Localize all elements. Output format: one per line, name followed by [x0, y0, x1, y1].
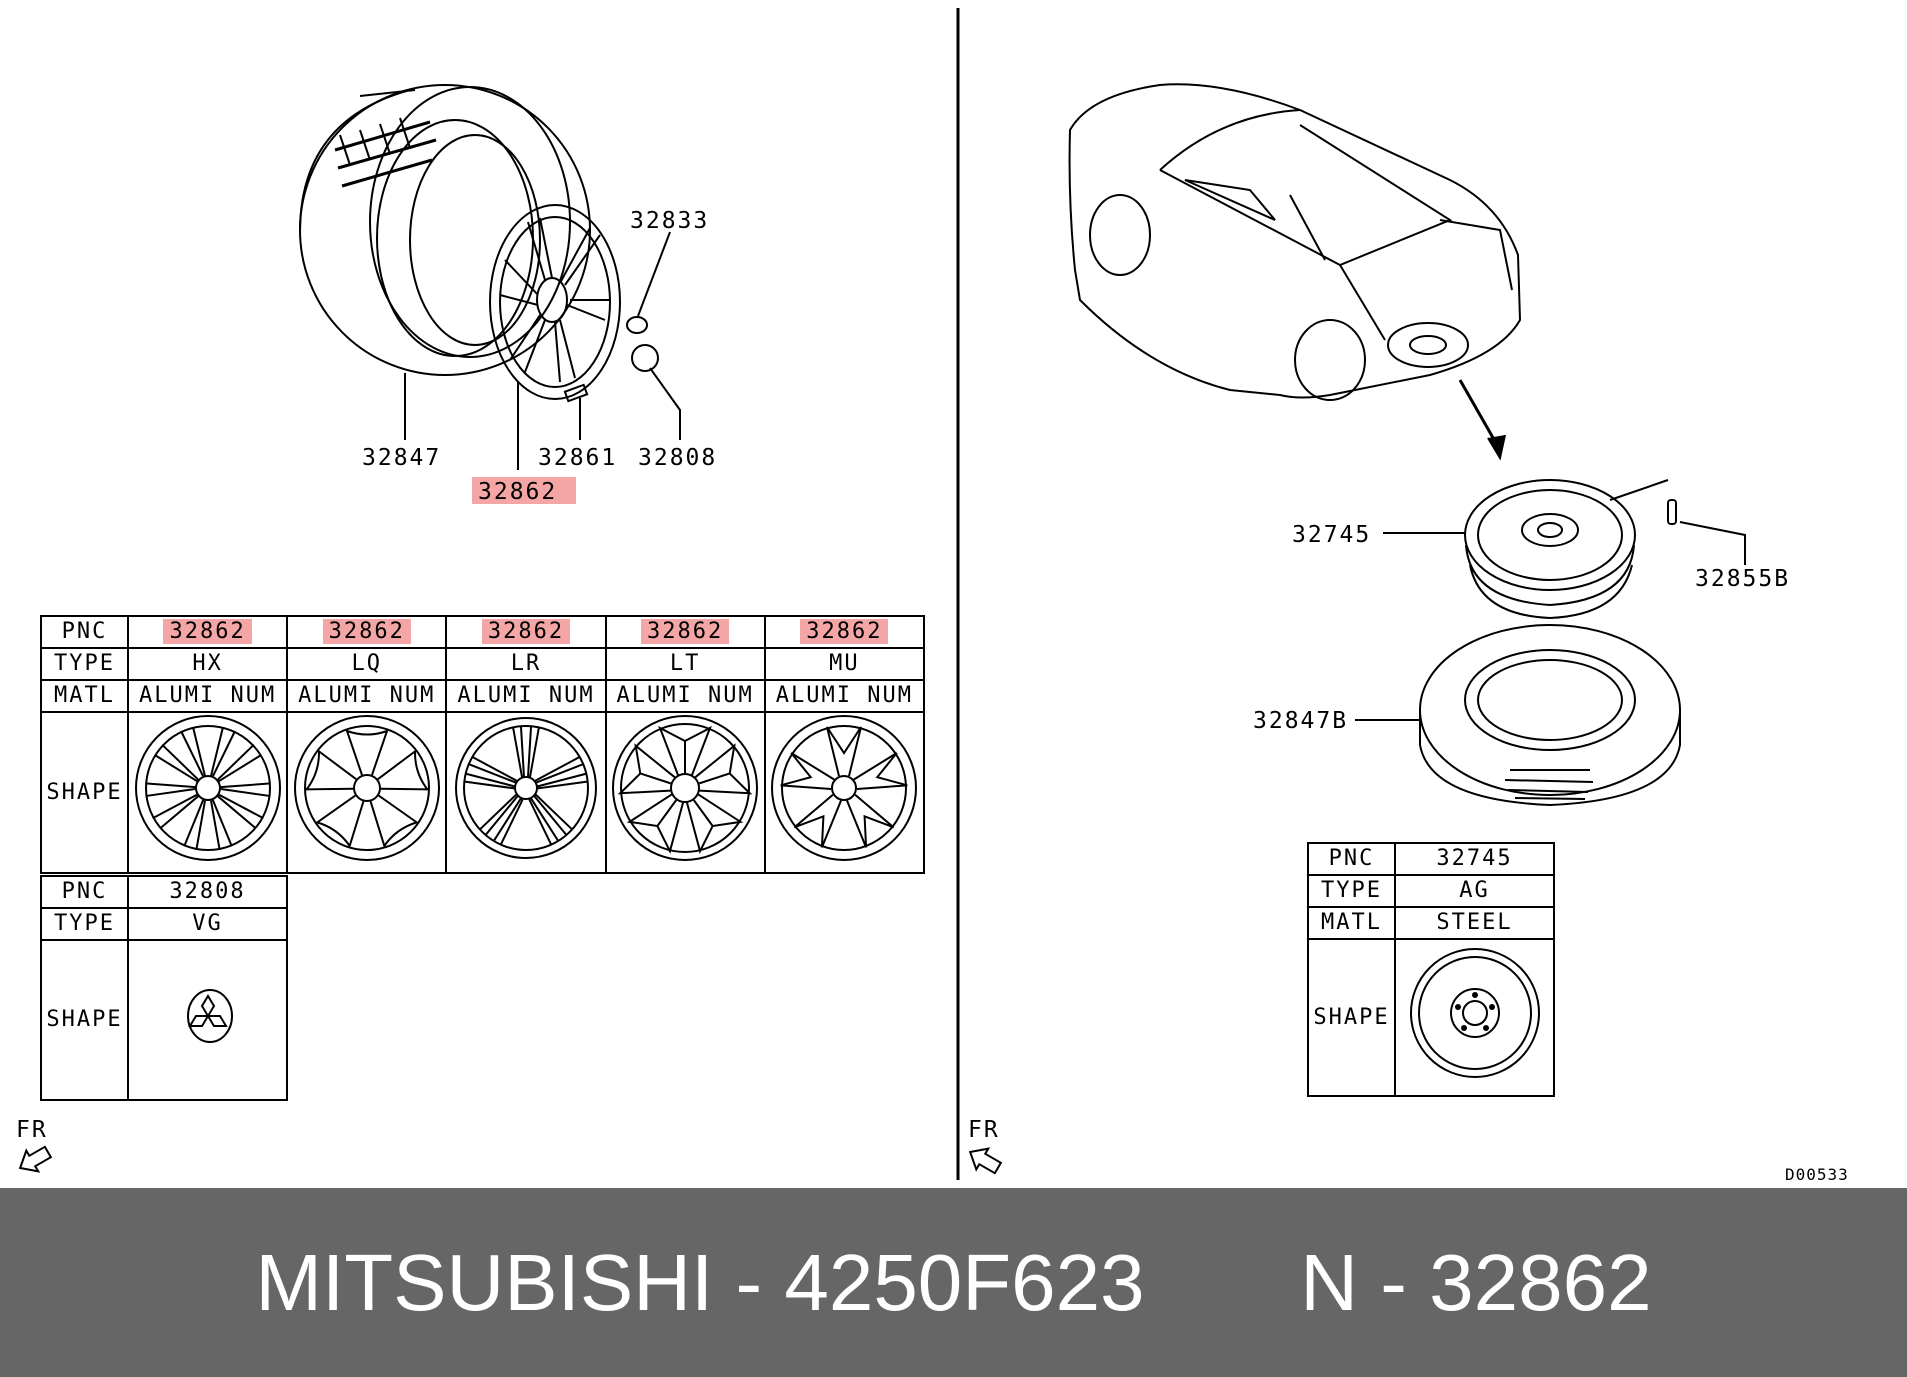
wheel-lq-icon — [293, 715, 440, 861]
row-label-type: TYPE — [1307, 874, 1396, 908]
callout-32833: 32833 — [630, 208, 709, 234]
shape-cell-hx — [126, 711, 289, 874]
row-label-pnc: PNC — [40, 615, 129, 649]
callout-32847: 32847 — [362, 445, 441, 471]
front-direction-arrow-right: FR — [968, 1117, 1003, 1175]
table-row-pnc: PNC 32808 — [40, 875, 288, 909]
footer-number-prefix: N — [1300, 1237, 1359, 1327]
shape-cell-lq — [286, 711, 448, 874]
table-row-shape: SHAPE — [40, 711, 926, 874]
alloy-wheel-face — [489, 204, 621, 400]
table-row-matl: MATL ALUMI NUM ALUMI NUM ALUMI NUM ALUMI… — [40, 679, 926, 713]
row-label-type: TYPE — [40, 907, 129, 941]
matl-cell: STEEL — [1394, 906, 1555, 940]
type-cell: MU — [763, 647, 926, 681]
pnc-cell-lr: 32862 — [445, 615, 607, 649]
wheel-variant-table: PNC 32862 32862 32862 32862 32862 TYPE H… — [40, 615, 926, 874]
front-direction-arrow-left: FR — [16, 1117, 53, 1173]
row-label-shape: SHAPE — [1307, 938, 1396, 1097]
footer-separator: - — [1380, 1237, 1407, 1327]
wheel-hx-icon — [134, 715, 281, 861]
footer-brand: MITSUBISHI — [255, 1237, 714, 1327]
wheel-lt-icon — [612, 715, 759, 861]
row-label-pnc: PNC — [1307, 842, 1396, 876]
callout-32861: 32861 — [538, 445, 617, 471]
table-row-pnc: PNC 32745 — [1307, 842, 1555, 876]
valve-stem-part — [626, 316, 648, 334]
spare-wheel-table: PNC 32745 TYPE AG MATL STEEL SHAPE — [1307, 842, 1555, 1097]
row-label-shape: SHAPE — [40, 711, 129, 874]
diagram-code: D00533 — [1785, 1165, 1849, 1184]
tire-wheel-illustration — [299, 84, 681, 470]
pnc-cell-lq: 32862 — [286, 615, 448, 649]
callout-32745: 32745 — [1292, 522, 1371, 548]
vehicle-outline-illustration — [1068, 83, 1522, 461]
spare-tire-illustration — [1355, 624, 1681, 807]
table-row-shape: SHAPE — [40, 939, 288, 1101]
type-cell: HX — [126, 647, 289, 681]
pnc-cell-mu: 32862 — [763, 615, 926, 649]
callout-32808: 32808 — [638, 445, 717, 471]
table-row-matl: MATL STEEL — [1307, 906, 1555, 940]
table-row-type: TYPE AG — [1307, 874, 1555, 908]
front-marker-right: FR — [968, 1117, 1000, 1143]
type-cell: LQ — [286, 647, 448, 681]
matl-cell: ALUMI NUM — [286, 679, 448, 713]
table-row-shape: SHAPE — [1307, 938, 1555, 1097]
footer-separator: - — [735, 1237, 763, 1327]
spare-well — [1387, 322, 1469, 368]
row-label-type: TYPE — [40, 647, 129, 681]
footer-banner: MITSUBISHI - 4250F623 N - 32862 — [0, 1188, 1907, 1377]
table-row-pnc: PNC 32862 32862 32862 32862 32862 — [40, 615, 926, 649]
callout-32862: 32862 — [478, 479, 557, 505]
shape-cell-lt — [604, 711, 766, 874]
pnc-cell: 32808 — [127, 875, 288, 909]
matl-cell: ALUMI NUM — [763, 679, 926, 713]
parts-diagram: 32833 32847 32861 32808 32862 FR FR — [16, 8, 1849, 1184]
tread-pattern — [334, 117, 437, 188]
shape-cell-ornament — [127, 939, 288, 1101]
table-row-type: TYPE VG — [40, 907, 288, 941]
callout-32862-highlight — [472, 477, 576, 504]
steel-spare-wheel-icon — [1409, 948, 1540, 1078]
shape-cell-lr — [445, 711, 607, 874]
center-ornament-part — [631, 344, 659, 372]
pnc-cell: 32745 — [1394, 842, 1555, 876]
spare-wheel-illustration — [1383, 479, 1746, 620]
table-row-type: TYPE HX LQ LR LT MU — [40, 647, 926, 681]
matl-cell: ALUMI NUM — [445, 679, 607, 713]
shape-cell-spare — [1394, 938, 1555, 1097]
callout-32855b: 32855B — [1695, 566, 1790, 592]
row-label-pnc: PNC — [40, 875, 129, 909]
callout-32847b: 32847B — [1253, 708, 1348, 734]
pnc-cell-hx: 32862 — [126, 615, 289, 649]
matl-cell: ALUMI NUM — [126, 679, 289, 713]
shape-cell-mu — [763, 711, 926, 874]
type-cell: VG — [127, 907, 288, 941]
row-label-matl: MATL — [1307, 906, 1396, 940]
spare-tread-pattern — [1504, 769, 1594, 800]
row-label-matl: MATL — [40, 679, 129, 713]
balance-weight-part — [563, 383, 589, 403]
type-cell: AG — [1394, 874, 1555, 908]
spare-valve-part — [1667, 499, 1677, 525]
wheel-lr-icon — [454, 717, 597, 859]
type-cell: LT — [604, 647, 766, 681]
mitsubishi-emblem-icon — [186, 988, 233, 1043]
footer-catalog-code: 4250F623 — [784, 1237, 1145, 1327]
pnc-cell-lt: 32862 — [604, 615, 766, 649]
ornament-table: PNC 32808 TYPE VG SHAPE — [40, 875, 288, 1101]
front-marker-left: FR — [16, 1117, 48, 1143]
matl-cell: ALUMI NUM — [604, 679, 766, 713]
wheel-mu-icon — [771, 715, 918, 861]
footer-part-number: 32862 — [1429, 1237, 1652, 1327]
type-cell: LR — [445, 647, 607, 681]
row-label-shape: SHAPE — [40, 939, 129, 1101]
